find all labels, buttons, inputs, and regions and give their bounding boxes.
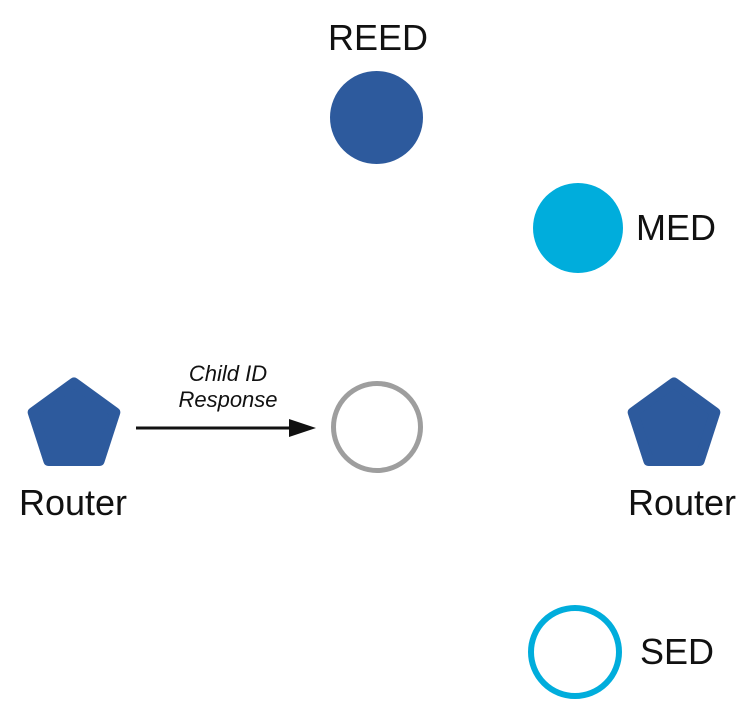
joiner-node-circle [331,381,423,473]
router-right-pentagon [627,377,721,466]
med-node-circle [533,183,623,273]
arrow-label: Child ID Response [178,361,277,413]
reed-node-circle [330,71,423,164]
sed-label: SED [640,631,715,672]
router-left-label: Router [18,482,128,523]
sed-node-circle [528,605,622,699]
med-label: MED [636,207,716,248]
router-left-pentagon [27,377,121,466]
arrow-label-line2: Response [178,387,278,412]
arrow-label-line1: Child ID [188,361,268,386]
child-id-response-arrow [136,419,316,437]
router-right-label: Router [627,482,737,523]
reed-label: REED [327,17,429,58]
